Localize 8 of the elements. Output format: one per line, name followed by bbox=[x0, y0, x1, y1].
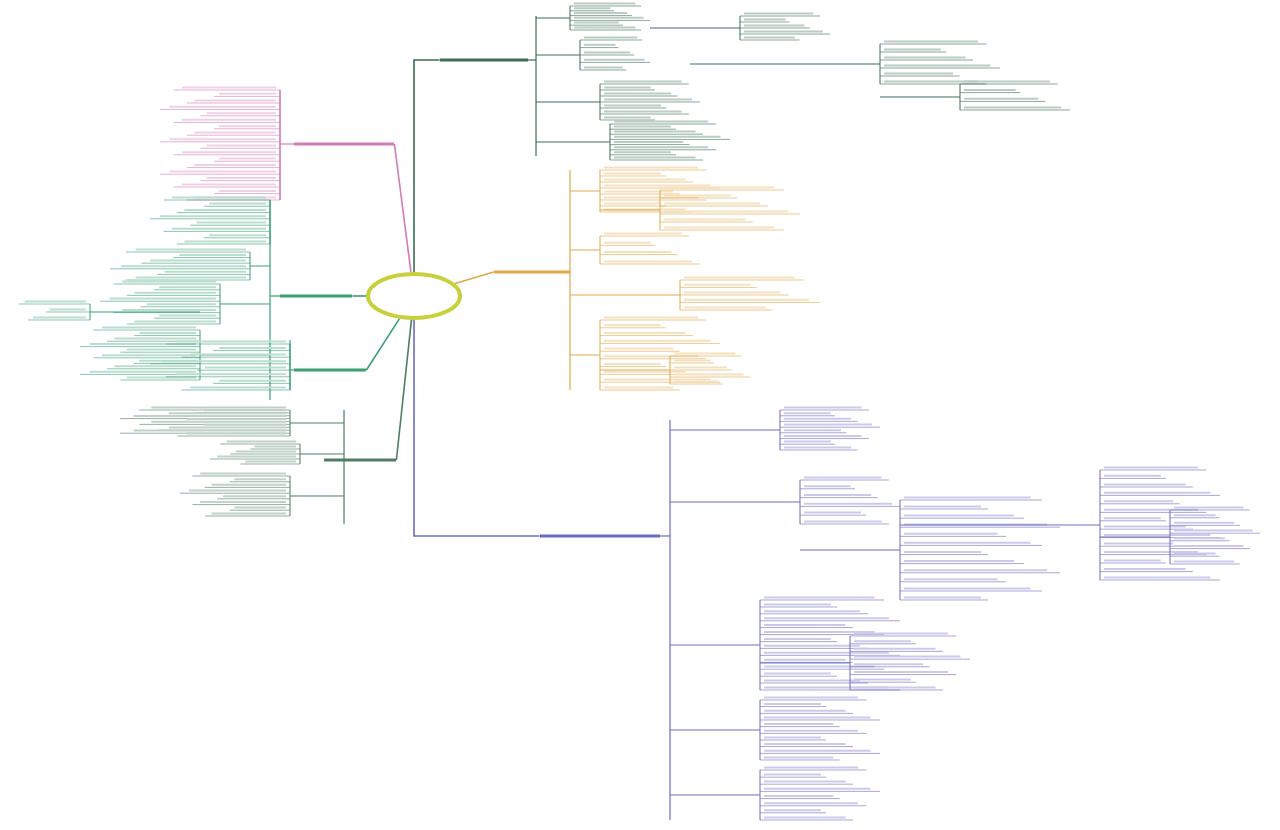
central-ellipse bbox=[366, 272, 462, 320]
branch-line bbox=[395, 319, 413, 461]
branch-line bbox=[393, 143, 412, 273]
branch-line bbox=[413, 319, 541, 537]
branch-line bbox=[454, 271, 495, 285]
branch-line bbox=[365, 318, 401, 371]
branch-line bbox=[351, 295, 367, 297]
branch-line bbox=[413, 59, 441, 273]
